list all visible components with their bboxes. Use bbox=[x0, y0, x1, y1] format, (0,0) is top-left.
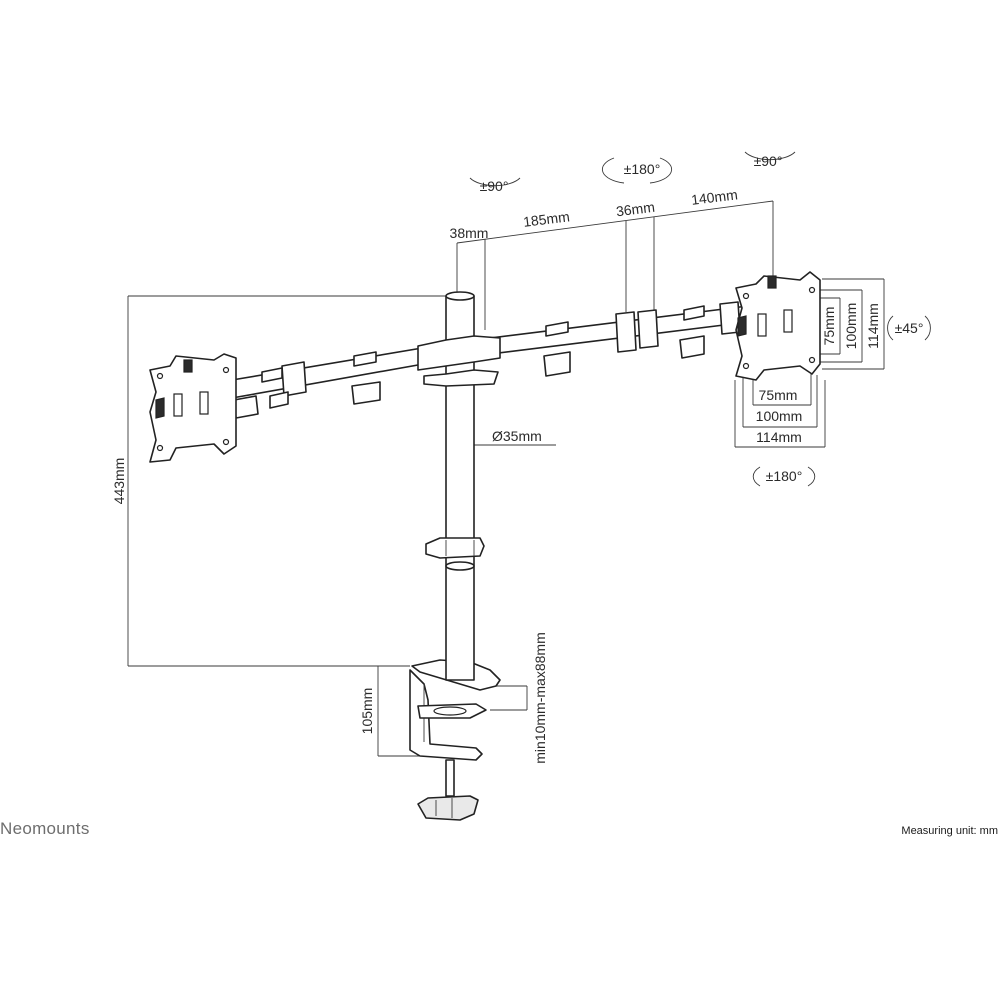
label-clamp-height: 105mm bbox=[359, 688, 375, 735]
label-head-swivel: ±90° bbox=[754, 153, 783, 169]
label-arm-swivel: ±180° bbox=[624, 161, 661, 177]
label-desk-thickness: min10mm-max88mm bbox=[532, 632, 548, 763]
dimension-labels: 38mm 185mm 36mm 140mm Ø35mm 443mm 105mm … bbox=[111, 186, 881, 763]
label-total-height: 443mm bbox=[111, 458, 127, 505]
right-vesa-plate bbox=[735, 271, 821, 381]
label-arm-segment-1: 38mm bbox=[450, 225, 489, 241]
rotation-indicators bbox=[469, 151, 931, 487]
left-vesa-plate bbox=[149, 353, 237, 463]
label-pole-swivel: ±90° bbox=[480, 178, 509, 194]
label-vesa-w-75: 75mm bbox=[759, 387, 798, 403]
label-vesa-h-75: 75mm bbox=[821, 307, 837, 346]
label-vesa-w-100: 100mm bbox=[756, 408, 803, 424]
label-vesa-h-114: 114mm bbox=[865, 303, 881, 349]
label-tilt: ±45° bbox=[895, 320, 924, 336]
measuring-unit-note: Measuring unit: mm bbox=[901, 825, 998, 837]
rotation-labels: ±90° ±180° ±90° ±45° ±180° bbox=[480, 153, 924, 484]
brand-logo-text: Neomounts bbox=[0, 819, 90, 838]
dual-arm bbox=[231, 301, 749, 419]
label-arm-segment-3: 36mm bbox=[615, 199, 656, 220]
label-vesa-h-100: 100mm bbox=[843, 303, 859, 350]
label-arm-segment-4: 140mm bbox=[690, 186, 738, 208]
label-vesa-w-114: 114mm bbox=[756, 429, 802, 445]
label-pole-diameter: Ø35mm bbox=[492, 428, 542, 444]
label-rotate: ±180° bbox=[766, 468, 803, 484]
label-arm-segment-2: 185mm bbox=[522, 208, 570, 230]
desk-clamp bbox=[409, 659, 501, 821]
